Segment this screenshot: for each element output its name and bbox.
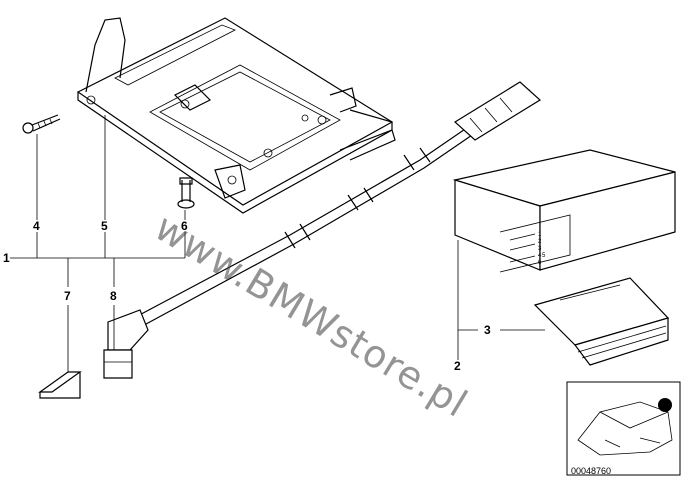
- display-digit-2: 2: [538, 239, 542, 245]
- part-label-1: 1: [3, 251, 10, 265]
- leader-lines: [10, 115, 545, 372]
- mounting-bracket: [76, 17, 396, 214]
- part-label-3: 3: [484, 323, 491, 337]
- display-digit-3: 3: [538, 246, 542, 252]
- clip: [38, 371, 82, 399]
- cable-assembly: [103, 81, 541, 379]
- part-label-4: 4: [33, 219, 40, 233]
- cd-magazine: [533, 277, 670, 366]
- part-label-7: 7: [64, 289, 71, 303]
- reference-code: 00048760: [571, 466, 612, 476]
- display-digit-1: 1: [538, 232, 542, 238]
- part-label-5: 5: [101, 219, 108, 233]
- part-label-2: 2: [454, 359, 461, 373]
- cd-changer: [452, 149, 676, 273]
- display-digit-4: 4: [538, 253, 542, 259]
- part-label-8: 8: [110, 289, 117, 303]
- display-digit-6: 6: [538, 260, 542, 266]
- screw: [22, 114, 61, 134]
- part-label-6: 6: [181, 219, 188, 233]
- display-digit-5: 5: [542, 253, 546, 259]
- bolt: [177, 177, 195, 209]
- location-thumbnail: [566, 381, 681, 476]
